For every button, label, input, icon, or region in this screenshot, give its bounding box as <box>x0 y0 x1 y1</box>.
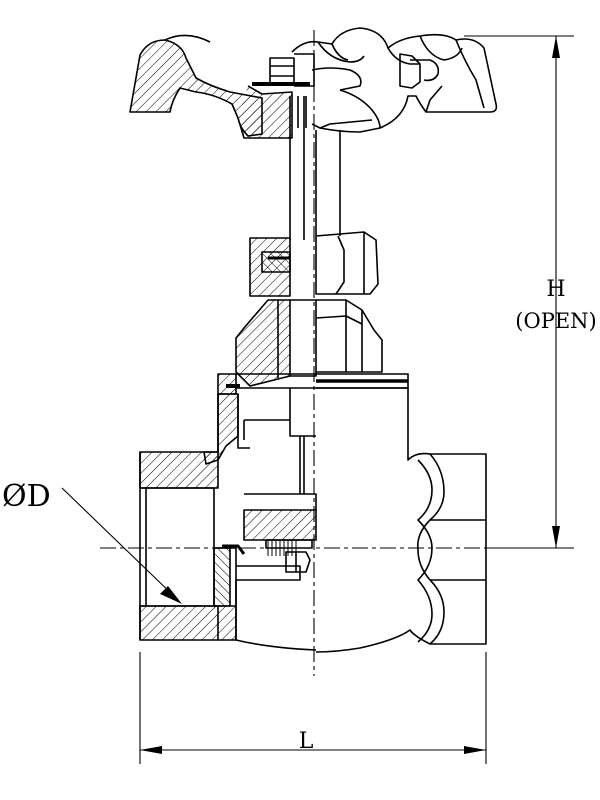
bonnet-view <box>316 299 383 373</box>
bonnet-section <box>235 299 291 387</box>
body-lower-section <box>214 547 317 651</box>
diameter-label: ØD <box>2 479 51 514</box>
body-right-view <box>315 387 487 653</box>
diameter-leader <box>61 487 179 601</box>
height-note-label: (OPEN) <box>515 309 596 333</box>
valve-disc <box>243 509 317 541</box>
handwheel-outline <box>291 27 498 133</box>
packing-nut-view <box>315 231 379 295</box>
body-neck-section <box>203 393 239 465</box>
height-label: H <box>546 277 565 302</box>
length-label: L <box>299 729 314 754</box>
stem <box>289 96 341 240</box>
